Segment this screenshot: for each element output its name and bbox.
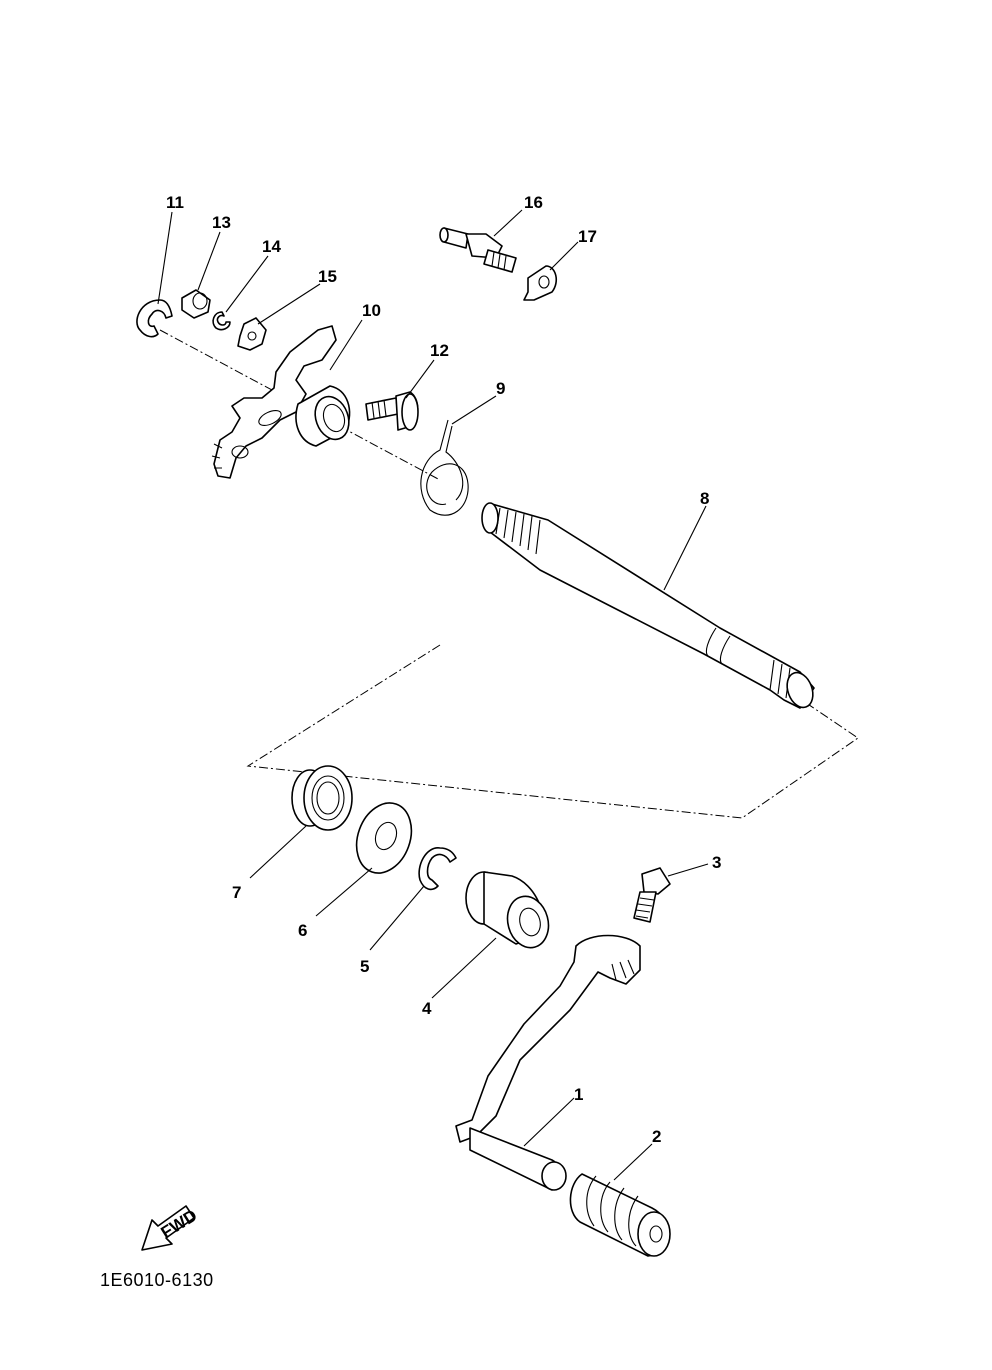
label-9: 9 [496, 379, 505, 398]
part-16-bolt [439, 227, 517, 273]
leader-lines [157, 209, 709, 1181]
part-4-collar [465, 871, 550, 949]
label-10: 10 [362, 301, 381, 320]
diagram-code: 1E6010-6130 [100, 1270, 214, 1290]
fwd-arrow-icon: FWD [141, 1205, 200, 1251]
label-15: 15 [318, 267, 337, 286]
label-7: 7 [232, 883, 241, 902]
part-10-shift-arm [211, 325, 351, 479]
label-14: 14 [262, 237, 281, 256]
label-16: 16 [524, 193, 543, 212]
part-11-circlip [136, 299, 173, 338]
part-14-circlip [212, 311, 231, 331]
label-4: 4 [422, 999, 432, 1018]
label-13: 13 [212, 213, 231, 232]
label-3: 3 [712, 853, 721, 872]
label-8: 8 [700, 489, 709, 508]
label-5: 5 [360, 957, 369, 976]
part-5-circlip [418, 847, 457, 891]
part-9-spring [420, 419, 469, 516]
part-8-shift-shaft [481, 502, 815, 709]
part-13-collar [181, 289, 211, 319]
part-15-lock-washer [237, 317, 267, 351]
part-12-bolt [365, 391, 419, 431]
part-17-washer [523, 265, 558, 301]
label-17: 17 [578, 227, 597, 246]
part-6-washer [355, 802, 413, 874]
part-7-oil-seal [291, 765, 353, 831]
part-2-rubber [569, 1173, 671, 1257]
part-3-bolt [633, 867, 671, 923]
label-2: 2 [652, 1127, 661, 1146]
label-1: 1 [574, 1085, 583, 1104]
part-1-shift-pedal [455, 934, 641, 1191]
label-12: 12 [430, 341, 449, 360]
label-6: 6 [298, 921, 307, 940]
callout-labels: 11 13 14 15 10 12 9 8 16 17 7 6 5 4 3 1 … [166, 193, 721, 1146]
label-11: 11 [166, 193, 184, 212]
